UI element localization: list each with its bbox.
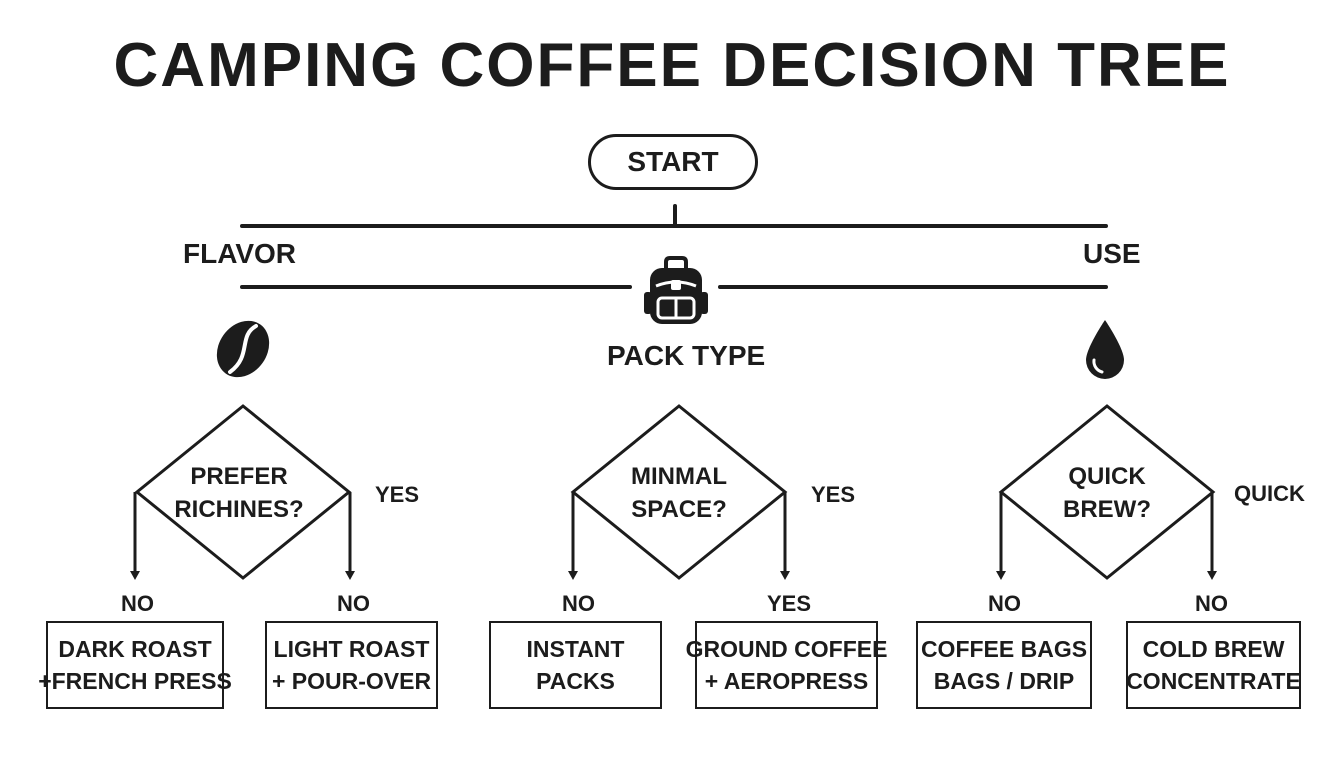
- result-line: + AEROPRESS: [704, 668, 869, 694]
- decision-text-pack: MINMAL SPACE?: [589, 460, 769, 526]
- decision-line: PREFER: [190, 463, 288, 490]
- outcome-label: NO: [337, 591, 370, 616]
- decision-text-flavor: PREFER RICHINES?: [149, 460, 329, 526]
- result-line: CONCENTRATE: [1126, 668, 1301, 694]
- outcome-label: NO: [988, 591, 1021, 616]
- result-line: GROUND COFFEE: [685, 636, 888, 662]
- decision-line: QUICK: [1068, 463, 1146, 490]
- side-label-use: QUICK: [1234, 481, 1305, 506]
- result-line: INSTANT: [526, 636, 625, 662]
- branch-label-flavor: FLAVOR: [183, 238, 297, 269]
- outcome-label: YES: [767, 591, 812, 616]
- decision-diamond-flavor: [134, 404, 352, 580]
- outcome-label: NO: [1195, 591, 1228, 616]
- result-box-instant-packs: INSTANT PACKS: [489, 621, 662, 709]
- decision-line: BREW?: [1063, 496, 1151, 523]
- result-line: +FRENCH PRESS: [38, 668, 232, 694]
- decision-line: RICHINES?: [174, 496, 304, 523]
- result-line: BAGS / DRIP: [933, 668, 1075, 694]
- result-box-coffee-bags: COFFEE BAGS BAGS / DRIP: [916, 621, 1092, 709]
- decision-diamond-use: [998, 404, 1216, 580]
- result-box-light-roast: LIGHT ROAST + POUR-OVER: [265, 621, 438, 709]
- result-line: PACKS: [536, 668, 615, 694]
- side-label-pack: YES: [811, 482, 856, 507]
- page-title: CAMPING COFFEE DECISION TREE: [113, 31, 1231, 100]
- decision-line: MINMAL: [631, 463, 727, 490]
- decision-line: SPACE?: [631, 496, 727, 523]
- result-line: DARK ROAST: [58, 636, 212, 662]
- result-line: COFFEE BAGS: [920, 636, 1088, 662]
- result-line: LIGHT ROAST: [273, 636, 430, 662]
- result-box-dark-roast: DARK ROAST +FRENCH PRESS: [38, 621, 232, 709]
- backpack-icon: [644, 256, 708, 324]
- result-line: COLD BREW: [1142, 636, 1285, 662]
- outcome-label: NO: [562, 591, 595, 616]
- branch-label-use: USE: [1083, 238, 1141, 269]
- result-line: + POUR-OVER: [271, 668, 432, 694]
- water-drop-icon: [1086, 320, 1124, 379]
- start-node: START: [588, 134, 758, 190]
- outcome-label: NO: [121, 591, 154, 616]
- decision-text-use: QUICK BREW?: [1017, 460, 1197, 526]
- result-box-ground-coffee: GROUND COFFEE + AEROPRESS: [686, 621, 887, 709]
- decision-diamond-pack: [570, 404, 788, 580]
- result-box-cold-brew: COLD BREW CONCENTRATE: [1126, 621, 1301, 709]
- coffee-bean-icon: [216, 320, 270, 378]
- branch-label-pack-type: PACK TYPE: [607, 340, 766, 371]
- side-label-flavor: YES: [375, 482, 420, 507]
